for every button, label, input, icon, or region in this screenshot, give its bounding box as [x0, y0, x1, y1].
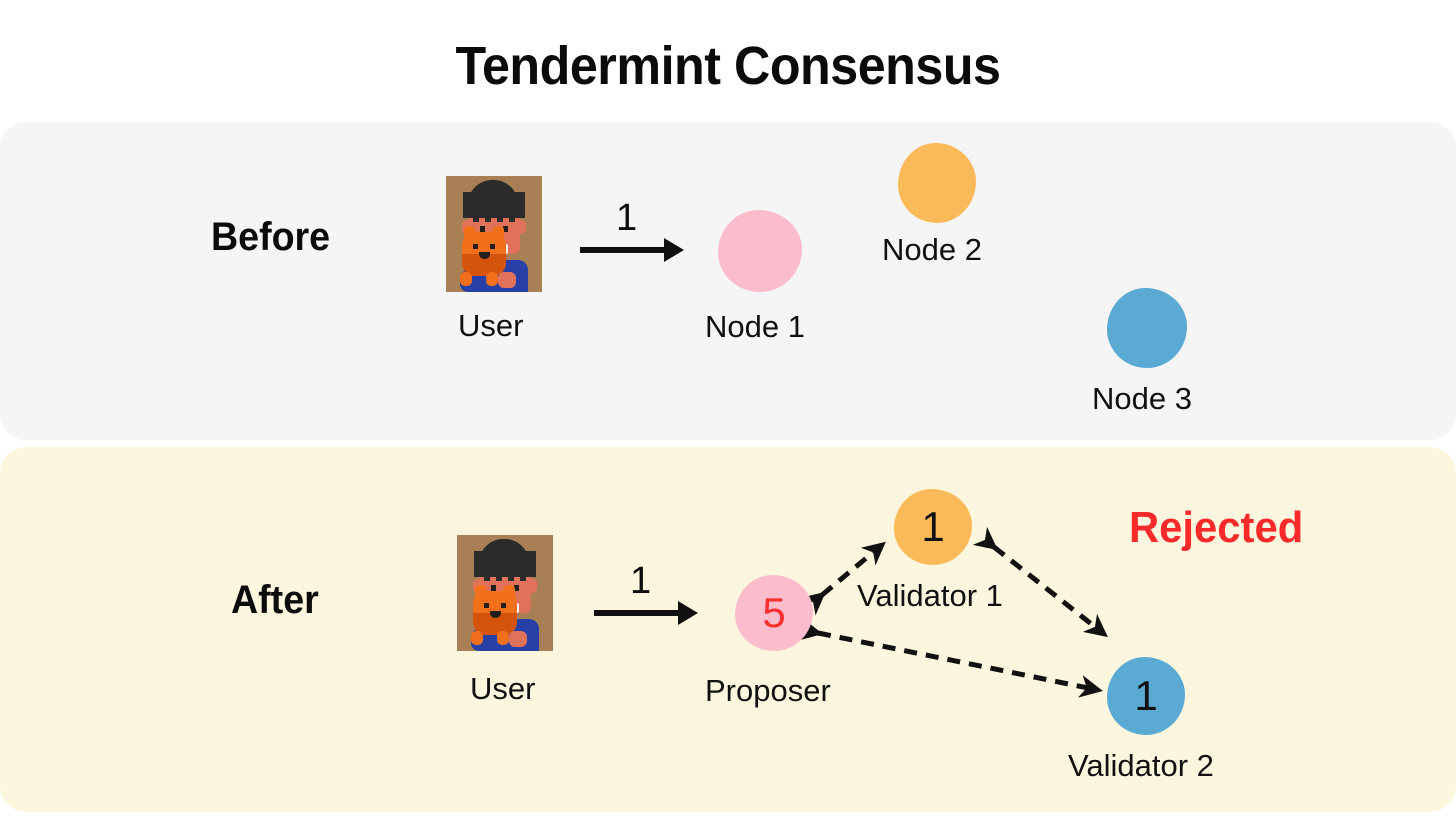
after-arrow-label: 1: [630, 560, 652, 602]
validator-2-value: 1: [1134, 672, 1158, 719]
node-validator-1[interactable]: 1: [894, 489, 972, 565]
arrow-right-solid-icon: 1: [592, 562, 700, 628]
node-3[interactable]: [1107, 288, 1187, 368]
user-avatar-icon: [446, 176, 542, 292]
validator-1-value: 1: [921, 503, 945, 550]
arrow-right-solid-icon: 1: [578, 199, 686, 265]
after-user-label: User: [470, 671, 536, 706]
proposer-value: 5: [762, 589, 786, 636]
node-1-label: Node 1: [705, 309, 805, 344]
user-avatar-icon: [457, 535, 553, 651]
node-2-label: Node 2: [882, 232, 982, 267]
page-title: Tendermint Consensus: [455, 36, 1001, 96]
before-row-label: Before: [211, 215, 331, 259]
node-2[interactable]: [898, 143, 976, 223]
after-row-label: After: [231, 578, 319, 622]
node-3-label: Node 3: [1092, 381, 1192, 416]
node-1[interactable]: [718, 210, 802, 292]
validator-2-label: Validator 2: [1068, 748, 1214, 783]
status-badge-rejected: Rejected: [1129, 503, 1304, 552]
node-validator-2[interactable]: 1: [1107, 657, 1185, 735]
after-panel: [0, 447, 1456, 812]
before-user-label: User: [458, 308, 524, 343]
before-panel: [0, 122, 1456, 440]
proposer-label: Proposer: [705, 673, 831, 708]
validator-1-label: Validator 1: [857, 578, 1003, 613]
before-arrow-label: 1: [616, 197, 638, 239]
node-proposer[interactable]: 5: [735, 575, 813, 651]
